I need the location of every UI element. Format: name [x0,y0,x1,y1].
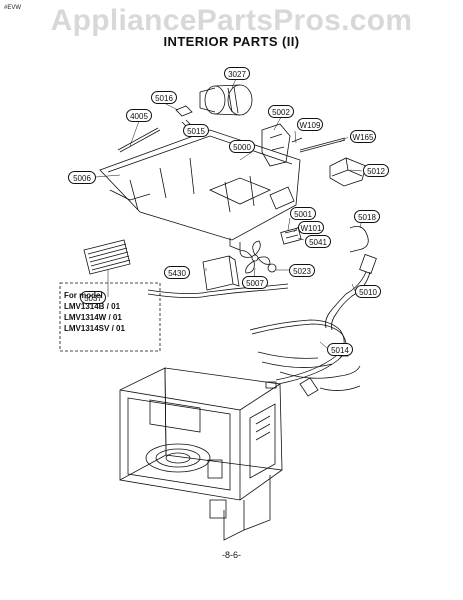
callout-5016: 5016 [151,91,177,104]
part-5430-drawing [202,255,240,291]
callout-5012: 5012 [363,164,389,177]
filter-5037-drawing [83,239,131,275]
callout-w101: W101 [298,221,324,234]
rod-4005-drawing [117,127,161,153]
callout-5006: 5006 [68,171,96,184]
chassis-5006-drawing [99,129,301,251]
sensor-5018-drawing [349,225,369,253]
model-note: For model LMV1314B / 01 LMV1314W / 01 LM… [64,290,125,334]
callout-3027: 3027 [224,67,250,80]
model-note-line1: For model [64,291,103,300]
callout-5018: 5018 [354,210,380,223]
rod-w165-drawing [299,137,346,153]
callout-w165: W165 [350,130,376,143]
duct-5002-drawing [261,123,291,167]
model-note-line3: LMV1314W / 01 [64,313,122,322]
model-note-box [59,282,161,352]
callout-5430: 5430 [164,266,190,279]
callout-w109: W109 [297,118,323,131]
page-title: INTERIOR PARTS (II) [163,34,300,49]
callout-5023: 5023 [289,264,315,277]
callout-5041: 5041 [305,235,331,248]
callout-5037: 5037 [80,291,106,304]
fan-motor-drawing [199,84,253,116]
callout-5001: 5001 [290,207,316,220]
callout-5014: 5014 [327,343,353,356]
screw-w109-drawing [291,137,303,143]
callout-5000: 5000 [229,140,255,153]
fan-blade-5007-drawing [239,240,271,274]
callout-5002: 5002 [268,105,294,118]
callout-5007: 5007 [242,276,268,289]
model-note-line4: LMV1314SV / 01 [64,324,125,333]
callout-5010: 5010 [355,285,381,298]
page-number: -8-6- [221,550,241,560]
callout-4005: 4005 [126,109,152,122]
part-5023-drawing [267,263,277,273]
callout-5015: 5015 [183,124,209,137]
model-note-line2: LMV1314B / 01 [64,302,121,311]
part-5012-drawing [329,157,367,187]
bracket-5016-drawing [175,105,193,117]
oven-cavity-drawing [119,367,283,541]
corner-code: #EVW [4,5,22,11]
watermark: AppliancePartsPros.com [50,4,413,37]
wire-harness-5014-drawing [249,319,361,397]
